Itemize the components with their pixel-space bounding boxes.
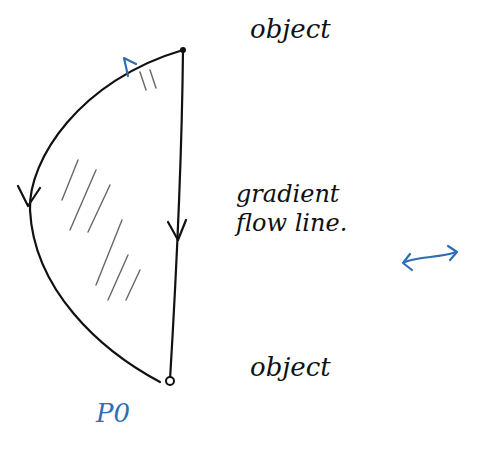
hatching xyxy=(62,70,156,300)
note-label: gradient flow line. xyxy=(236,180,386,238)
straight-line xyxy=(170,50,183,380)
point-label: P0 xyxy=(96,398,176,429)
direction-mark xyxy=(18,186,40,206)
blue-arrow xyxy=(124,58,136,76)
curved-line xyxy=(30,50,183,382)
double-arrow xyxy=(448,246,457,260)
object-dot xyxy=(166,47,186,385)
double-arrow xyxy=(403,254,412,270)
double-arrow xyxy=(405,252,456,262)
direction-mark xyxy=(168,220,186,240)
object-label: object xyxy=(250,14,400,45)
object-label: object xyxy=(250,352,400,383)
